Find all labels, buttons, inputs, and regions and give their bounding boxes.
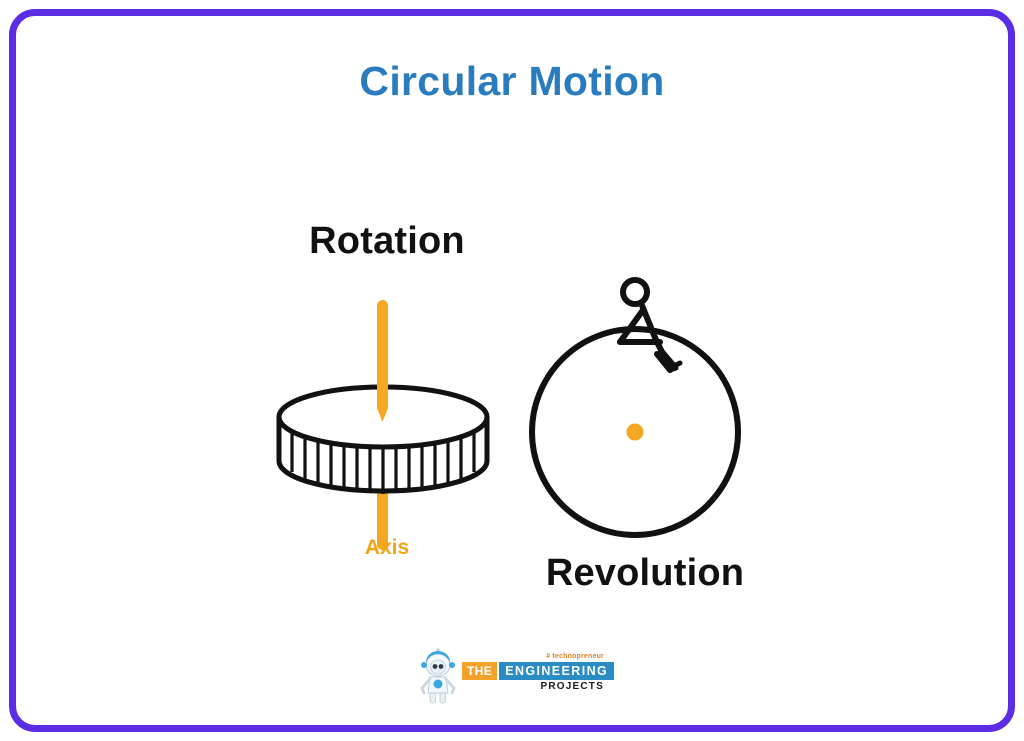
axis-tip — [377, 408, 388, 422]
rotation-diagram: Rotation — [262, 220, 512, 580]
logo-word-engineering: ENGINEERING — [499, 662, 615, 680]
axis-upper-segment — [377, 300, 388, 412]
stick-figure-foot-2 — [667, 365, 679, 373]
revolution-diagram: Revolution — [510, 270, 780, 610]
axis-label: Axis — [364, 536, 410, 559]
brand-logo: # technopreneur THE ENGINEERING PROJECTS — [418, 648, 615, 708]
logo-tagline: # technopreneur — [546, 653, 604, 660]
slide-border-frame — [9, 9, 1015, 732]
page-title: Circular Motion — [359, 58, 665, 104]
stick-figure-arm — [617, 307, 646, 345]
rotation-label: Rotation — [309, 220, 465, 262]
stick-figure — [617, 277, 683, 373]
stick-figure-foot-1 — [671, 360, 683, 369]
robot-mascot-icon — [420, 648, 456, 704]
rotating-disc-illustration — [276, 300, 490, 550]
stick-figure-leg-1 — [659, 349, 677, 369]
revolution-orbit-illustration — [529, 277, 741, 538]
revolution-label: Revolution — [545, 552, 745, 594]
stick-figure-leg-2 — [654, 351, 673, 373]
logo-text-block: # technopreneur THE ENGINEERING PROJECTS — [462, 652, 615, 692]
logo-word-the: THE — [462, 662, 498, 680]
disc-ridges — [290, 431, 476, 494]
stick-figure-head — [620, 277, 650, 307]
logo-wordmark: THE ENGINEERING — [462, 662, 615, 680]
axis-lower-segment — [377, 485, 388, 550]
orbit-center-dot — [626, 423, 644, 441]
logo-word-projects: PROJECTS — [540, 681, 604, 692]
